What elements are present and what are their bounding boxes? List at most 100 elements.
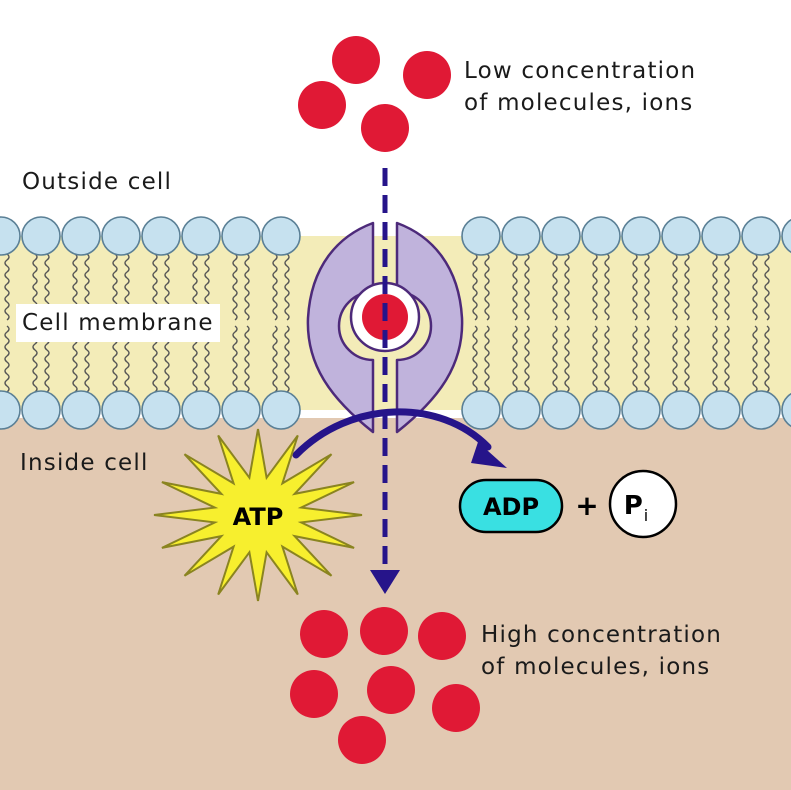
- molecule: [432, 684, 480, 732]
- atp-label: ATP: [233, 503, 284, 531]
- lipid-tail: [524, 253, 530, 321]
- atp-burst: ATP: [153, 428, 363, 602]
- lipid-tail: [672, 325, 678, 393]
- lipid-head: [101, 216, 141, 256]
- lipid-tail: [564, 253, 570, 321]
- lipid-head: [141, 390, 181, 430]
- lipid-head: [261, 390, 301, 430]
- plus-sign: +: [575, 489, 598, 522]
- lipid-head: [781, 218, 791, 254]
- lipid-head: [0, 216, 21, 256]
- adp-capsule: [458, 478, 564, 534]
- hydrolysis-arrow: [292, 408, 507, 468]
- protein-right-half: [395, 221, 464, 434]
- atp-star-shape: [153, 428, 363, 602]
- lipid-head: [781, 392, 791, 428]
- lipid-heads: [0, 216, 791, 430]
- inside-cell-label: Inside cell: [20, 450, 149, 476]
- low-concentration-line-2: of molecules, ions: [464, 90, 694, 116]
- lipid-tail: [232, 253, 238, 321]
- lipid-head: [101, 390, 141, 430]
- adp-label: ADP: [483, 493, 539, 521]
- lipid-tail: [684, 325, 690, 393]
- lipid-tail: [752, 325, 758, 393]
- lipid-tail: [272, 325, 278, 393]
- lipid-head: [261, 216, 301, 256]
- lipid-head: [181, 216, 221, 256]
- lipid-head: [221, 390, 261, 430]
- lipid-head: [501, 390, 541, 430]
- molecule: [290, 670, 338, 718]
- molecule: [332, 36, 380, 84]
- lipid-head: [581, 216, 621, 256]
- lipid-tail: [752, 253, 758, 321]
- lipid-head: [461, 216, 501, 256]
- lipid-tail: [644, 325, 650, 393]
- lipid-tail: [712, 325, 718, 393]
- transport-direction-arrow: [370, 168, 400, 594]
- lipid-tail: [632, 253, 638, 321]
- lipid-tail: [644, 253, 650, 321]
- lipid-tail: [592, 253, 598, 321]
- lipid-tail: [512, 325, 518, 393]
- molecule: [367, 666, 415, 714]
- phosphate-circle: [608, 469, 678, 539]
- lipid-tail: [632, 325, 638, 393]
- lipid-head: [141, 216, 181, 256]
- hydrolysis-arrowhead: [471, 442, 507, 468]
- lipid-head: [741, 390, 781, 430]
- lipid-tail: [272, 253, 278, 321]
- low-concentration-line-1: Low concentration: [464, 58, 697, 84]
- lipid-tail: [4, 325, 10, 393]
- protein-left-half: [306, 221, 375, 434]
- lipid-head: [661, 216, 701, 256]
- lipid-tail: [484, 253, 490, 321]
- lipid-tail: [764, 325, 770, 393]
- lipid-head: [701, 216, 741, 256]
- lipid-head: [501, 216, 541, 256]
- high-concentration-line-1: High concentration: [481, 622, 723, 648]
- outside-cell-label: Outside cell: [22, 169, 173, 195]
- lipid-head: [741, 216, 781, 256]
- lipid-tail: [552, 325, 558, 393]
- lipid-head: [21, 390, 61, 430]
- lipid-head: [621, 390, 661, 430]
- lipid-tail: [724, 253, 730, 321]
- cell-membrane-label: Cell membrane: [16, 304, 220, 342]
- hydrolysis-products: ADP + Pi: [458, 469, 678, 539]
- lipid-tail: [4, 253, 10, 321]
- lipid-tail: [724, 325, 730, 393]
- lipid-tail: [284, 325, 290, 393]
- high-concentration-label: High concentration of molecules, ions: [481, 619, 722, 683]
- lipid-tail: [472, 325, 478, 393]
- lipid-head: [21, 216, 61, 256]
- lipid-head: [661, 390, 701, 430]
- lipid-head: [621, 216, 661, 256]
- lipid-tail: [472, 253, 478, 321]
- lipid-tail: [524, 325, 530, 393]
- lipid-tail: [672, 253, 678, 321]
- low-concentration-molecules: [298, 36, 451, 152]
- molecule: [338, 716, 386, 764]
- low-concentration-label: Low concentration of molecules, ions: [464, 55, 696, 119]
- lipid-tail: [564, 325, 570, 393]
- lipid-head: [461, 390, 501, 430]
- molecule: [361, 104, 409, 152]
- molecule: [360, 607, 408, 655]
- lipid-tail: [764, 253, 770, 321]
- lipid-tail: [284, 253, 290, 321]
- lipid-tail: [244, 253, 250, 321]
- lipid-head: [541, 390, 581, 430]
- lipid-tail: [684, 253, 690, 321]
- lipid-tail: [712, 253, 718, 321]
- molecule: [298, 81, 346, 129]
- lipid-head: [541, 216, 581, 256]
- phosphate-subscript: i: [644, 506, 648, 525]
- lipid-tail: [484, 325, 490, 393]
- molecule: [300, 610, 348, 658]
- lipid-tail: [232, 325, 238, 393]
- lipid-tail: [512, 253, 518, 321]
- lipid-tail: [244, 325, 250, 393]
- phosphate-label: Pi: [624, 491, 649, 525]
